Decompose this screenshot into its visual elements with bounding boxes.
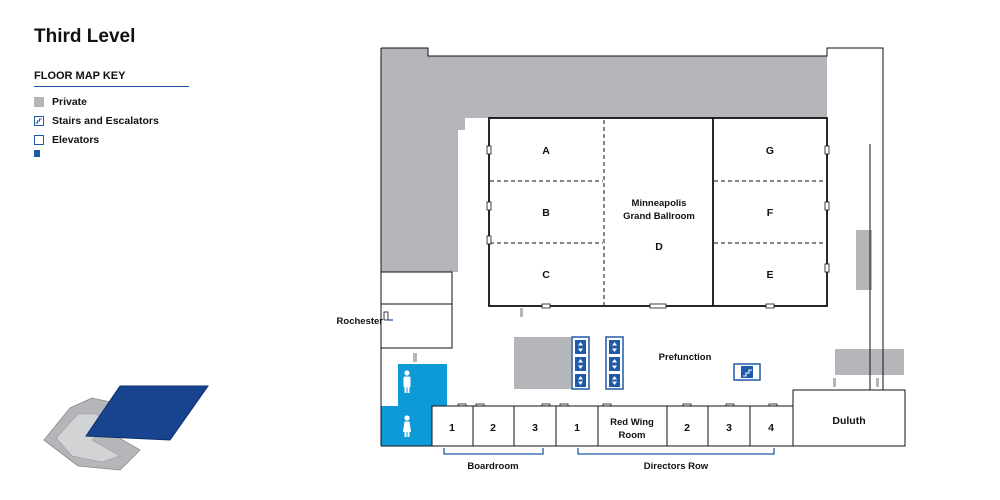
boardroom-label: Boardroom bbox=[467, 461, 518, 472]
private-area-prefunction bbox=[514, 337, 571, 389]
door bbox=[486, 235, 492, 245]
directors-row-bracket bbox=[577, 448, 775, 455]
floor-map-key-heading: FLOOR MAP KEY bbox=[34, 70, 126, 82]
door bbox=[824, 263, 830, 273]
elevator-bank-left bbox=[571, 336, 590, 390]
ballroom-name-line2: Grand Ballroom bbox=[623, 211, 695, 222]
wall-stub bbox=[876, 378, 879, 387]
directors-row-1 bbox=[555, 405, 599, 447]
escalator-icon bbox=[733, 363, 761, 381]
wall-stub bbox=[413, 353, 417, 362]
key-item-private: Private bbox=[34, 96, 87, 108]
private-area-north bbox=[381, 48, 827, 272]
key-divider bbox=[34, 86, 189, 87]
locator-third-level bbox=[85, 385, 209, 441]
meeting-rooms bbox=[431, 405, 794, 447]
boardroom-3-label: 3 bbox=[532, 422, 538, 434]
elevator-small-icon bbox=[34, 150, 40, 157]
person-icon bbox=[403, 415, 411, 437]
stairs-escalators-icon bbox=[34, 116, 44, 126]
page-title: Third Level bbox=[34, 26, 136, 47]
boardroom-2-label: 2 bbox=[490, 422, 496, 434]
boardroom-3 bbox=[513, 405, 557, 447]
directors-row-4 bbox=[749, 405, 794, 447]
duluth-label: Duluth bbox=[832, 415, 865, 427]
ballroom-outline bbox=[488, 117, 828, 307]
key-item-label: Private bbox=[52, 96, 88, 108]
boardroom-1-label: 1 bbox=[449, 422, 455, 434]
section-a-label: A bbox=[542, 145, 550, 157]
prefunction-label: Prefunction bbox=[659, 352, 712, 363]
section-c-label: C bbox=[542, 269, 550, 281]
wall-outline bbox=[381, 47, 906, 447]
section-b-label: B bbox=[542, 207, 550, 219]
directors-row-3 bbox=[707, 405, 751, 447]
ballroom-name-line1: Minneapolis bbox=[632, 198, 687, 209]
private-swatch-icon bbox=[34, 97, 44, 107]
section-e-label: E bbox=[766, 269, 773, 281]
door bbox=[649, 303, 667, 309]
red-wing-label-line2: Room bbox=[619, 430, 646, 441]
boardroom-bracket bbox=[443, 448, 544, 455]
elevator-arrows bbox=[578, 342, 617, 385]
boardroom-1 bbox=[431, 405, 474, 447]
key-item-label: Elevators bbox=[52, 134, 100, 146]
rochester-label: Rochester bbox=[337, 316, 384, 327]
grand-ballroom bbox=[488, 117, 828, 307]
elevator-icon bbox=[575, 340, 586, 354]
door bbox=[486, 145, 492, 155]
key-item-stairs: Stairs and Escalators bbox=[34, 115, 159, 127]
elevator-icon bbox=[575, 374, 586, 387]
door bbox=[824, 145, 830, 155]
wall-rochester bbox=[381, 271, 453, 349]
directors-row-3-label: 3 bbox=[726, 422, 732, 434]
door bbox=[486, 201, 492, 211]
wall-stub bbox=[520, 308, 523, 317]
door bbox=[765, 303, 775, 309]
red-wing-room bbox=[597, 405, 668, 447]
directors-row-label: Directors Row bbox=[644, 461, 709, 472]
directors-row-1-label: 1 bbox=[574, 422, 580, 434]
wall-stub bbox=[833, 378, 836, 387]
section-g-label: G bbox=[766, 145, 774, 157]
door bbox=[383, 311, 389, 321]
directors-row-2-label: 2 bbox=[684, 422, 690, 434]
door bbox=[824, 201, 830, 211]
red-wing-label-line1: Red Wing bbox=[610, 417, 654, 428]
directors-row-4-label: 4 bbox=[768, 422, 774, 434]
key-item-label: Stairs and Escalators bbox=[52, 115, 159, 127]
section-f-label: F bbox=[767, 207, 774, 219]
elevator-icon bbox=[575, 357, 586, 371]
elevator-icon bbox=[609, 340, 620, 354]
elevator-icon bbox=[609, 374, 620, 387]
elevator-icon bbox=[609, 357, 620, 371]
elevator-bank-right bbox=[605, 336, 624, 390]
elevator-icon bbox=[34, 135, 44, 145]
boardroom-2 bbox=[472, 405, 515, 447]
key-item-elevators: Elevators bbox=[34, 134, 99, 146]
person-icon bbox=[403, 370, 411, 393]
building-locator bbox=[43, 385, 209, 471]
private-area-east bbox=[856, 230, 872, 290]
door bbox=[541, 303, 551, 309]
section-d-label: D bbox=[655, 241, 663, 253]
